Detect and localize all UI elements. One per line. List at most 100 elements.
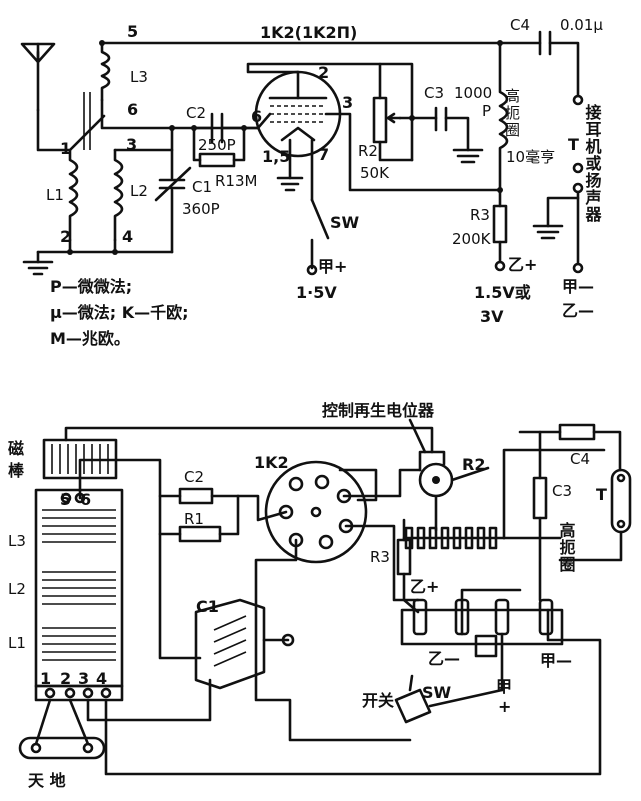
r2-label: R2 <box>358 142 378 160</box>
capacitor-c3 <box>434 106 484 164</box>
choke-layout-label: 高扼圈 <box>557 521 576 573</box>
filament-ground <box>276 138 304 192</box>
a-minus-label: 甲— <box>562 277 594 296</box>
coil-terminal-strip <box>34 684 124 702</box>
b-voltage-label: 1.5V或 <box>474 283 531 302</box>
a-plus-label: 甲+ <box>318 257 347 276</box>
headphone-terminal-layout <box>558 468 632 562</box>
headphone-terminals <box>532 162 584 274</box>
b-plus-layout-label: 乙+ <box>410 577 439 596</box>
tube-socket-1k2 <box>264 460 378 564</box>
t-label: T <box>568 135 579 154</box>
choke-label: 高扼圈 <box>503 88 521 139</box>
l1-label: L1 <box>46 186 64 204</box>
node-4-label: 4 <box>122 227 133 246</box>
sw-label: SW <box>330 213 360 232</box>
r2-layout-label: R2 <box>462 455 485 474</box>
r3-value: 200K <box>452 230 492 248</box>
filament-pins-label: 1,5 <box>262 147 290 166</box>
node-5-label: 5 <box>127 22 138 41</box>
node-1-label: 1 <box>60 139 71 158</box>
pin-3-label: 3 <box>342 93 353 112</box>
c1-label: C1 <box>192 178 212 196</box>
a-plus-layout-sign: + <box>498 697 511 716</box>
c4-value: 0.01μ <box>560 16 603 34</box>
antenna-symbol <box>20 42 56 112</box>
c2-label: C2 <box>186 104 206 122</box>
tube-type-label: 1K2(1K2Π) <box>260 23 357 42</box>
tube-layout-label: 1K2 <box>254 453 289 472</box>
rf-choke-layout <box>402 526 506 550</box>
filament-voltage-label: 1·5V <box>296 283 337 302</box>
sw-layout-label: SW <box>422 683 452 702</box>
pin-2-label: 2 <box>318 63 329 82</box>
ground-symbol <box>22 250 54 276</box>
l3-label: L3 <box>130 68 148 86</box>
l3-layout-label: L3 <box>8 532 26 550</box>
r1-layout-label: R1 <box>184 510 204 528</box>
coil-l3 <box>100 41 111 102</box>
coil-term-4: 4 <box>96 669 107 688</box>
rf-choke <box>498 41 509 192</box>
phones-label: 接耳机或扬声器 <box>583 103 603 223</box>
ferrite-core-symbol <box>68 92 106 152</box>
t-layout-label: T <box>596 485 607 504</box>
antenna-ground-label: 天 地 <box>28 771 66 790</box>
c1-value: 360P <box>182 200 220 218</box>
c4-layout-label: C4 <box>570 450 590 468</box>
coil-term-1: 1 <box>40 669 51 688</box>
coil-term-2: 2 <box>60 669 71 688</box>
coil-term-3: 3 <box>78 669 89 688</box>
l2-label: L2 <box>130 182 148 200</box>
variable-capacitor-c1 <box>194 598 295 690</box>
antenna-ground-terminals <box>18 698 106 760</box>
coil-l1 <box>36 108 79 242</box>
c2-r1-layout <box>158 487 240 543</box>
resistor-r1 <box>192 126 246 168</box>
switch-sw <box>306 138 330 276</box>
c3-label: C3 <box>424 84 444 102</box>
term-5-label: 5 <box>60 490 71 509</box>
l1-layout-label: L1 <box>8 634 26 652</box>
rod-label-1: 磁 <box>8 439 24 458</box>
node-3-label: 3 <box>126 135 137 154</box>
capacitor-c1 <box>154 148 192 254</box>
layout-title: 控制再生电位器 <box>322 401 435 420</box>
b-minus-label: 乙— <box>562 301 594 320</box>
resistor-r3-layout <box>396 518 420 614</box>
r2-value: 50K <box>360 164 390 182</box>
b-minus-layout-label: 乙— <box>428 649 460 668</box>
r3-label: R3 <box>470 206 490 224</box>
c3-value: 1000 <box>454 84 492 102</box>
wiring-layout-diagram: 控制再生电位器 磁 棒 5 6 L3 L2 L1 1 2 3 4 <box>8 401 632 790</box>
legend-line-2: μ—微法; K—千欧; <box>50 303 189 322</box>
c4-layout <box>518 423 622 472</box>
schematic-diagram: 5 1K2(1K2Π) L3 6 1 L1 2 3 L2 4 <box>20 16 603 348</box>
switch-layout-label: 开关 <box>362 691 394 710</box>
rod-label-2: 棒 <box>8 461 25 480</box>
pin-6-label: 6 <box>251 107 262 126</box>
battery-terminal-board <box>400 588 564 692</box>
c3-layout-label: C3 <box>552 482 572 500</box>
b-voltage-label-2: 3V <box>480 307 504 326</box>
c1-layout-label: C1 <box>196 597 219 616</box>
r3-layout-label: R3 <box>370 548 390 566</box>
pin-7-label: 7 <box>318 145 329 164</box>
r1-value: R13M <box>215 172 257 190</box>
a-minus-layout-label: 甲— <box>540 651 572 670</box>
resistor-r3 <box>492 187 508 272</box>
potentiometer-r2 <box>372 62 438 162</box>
c2-layout-label: C2 <box>184 468 204 486</box>
legend-line-3: M—兆欧。 <box>50 329 130 348</box>
term-6-label: 6 <box>80 490 91 509</box>
a-plus-layout-label: 甲 <box>496 677 512 696</box>
l2-layout-label: L2 <box>8 580 26 598</box>
node-2-label: 2 <box>60 227 71 246</box>
capacitor-c2 <box>192 112 260 144</box>
c2-value: 250P <box>198 136 236 154</box>
switch-layout <box>394 674 504 724</box>
choke-value: 10毫亨 <box>506 148 555 166</box>
node-6-label: 6 <box>127 100 138 119</box>
legend-line-1: P—微微法; <box>50 277 132 296</box>
